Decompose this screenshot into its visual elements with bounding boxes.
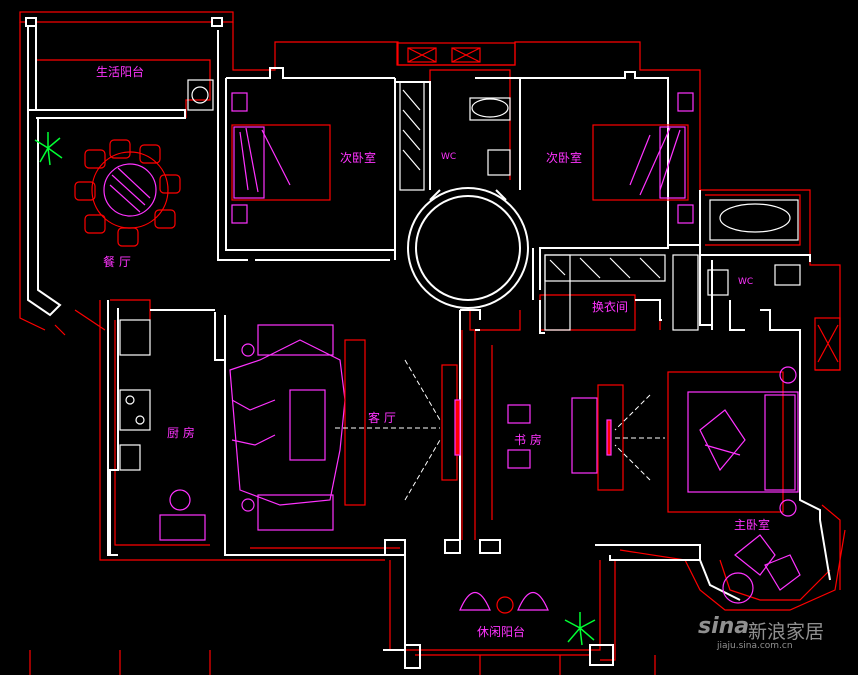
- label-kitchen: 厨 房: [167, 426, 195, 440]
- label-study: 书 房: [514, 433, 542, 447]
- red-outline: [19, 11, 846, 675]
- furniture: [119, 79, 801, 614]
- watermark-url: jiaju.sina.com.cn: [717, 641, 793, 651]
- label-living: 客 厅: [368, 411, 396, 425]
- door-swings: [335, 359, 665, 501]
- watermark-name: 新浪家居: [748, 621, 825, 643]
- rotunda: [407, 187, 529, 309]
- label-master-bedroom: 主卧室: [734, 518, 771, 532]
- dining-table: [74, 139, 181, 247]
- plant-icon: [34, 132, 596, 646]
- label-life-balcony: 生活阳台: [96, 65, 145, 79]
- label-dining: 餐 厅: [103, 255, 131, 269]
- label-bedroom-2a: 次卧室: [340, 151, 377, 165]
- label-walk-in-closet: 换衣间: [592, 300, 629, 314]
- label-leisure-balcony: 休闲阳台: [477, 625, 526, 639]
- label-wc-1: WC: [441, 152, 457, 162]
- label-bedroom-2b: 次卧室: [546, 151, 583, 165]
- walls: [25, 17, 831, 669]
- watermark-logo: sina: [698, 614, 750, 639]
- label-wc-2: WC: [738, 277, 754, 287]
